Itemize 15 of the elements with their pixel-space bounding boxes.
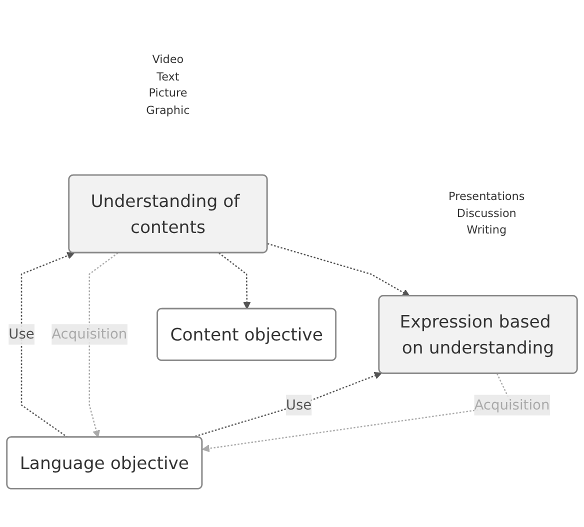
node-label: Video xyxy=(152,53,184,66)
arrow xyxy=(267,242,410,296)
node-label: Text xyxy=(156,70,180,83)
node-label: Writing xyxy=(466,224,507,237)
edge-label: Use xyxy=(8,326,34,342)
arrow xyxy=(218,252,251,310)
node-label: Picture xyxy=(148,86,188,100)
arrow xyxy=(20,252,75,438)
arrow xyxy=(88,252,118,438)
node-label: Graphic xyxy=(146,104,190,117)
edge-label: Use xyxy=(286,396,312,413)
edge-label: Acquisition xyxy=(52,326,128,342)
node-label: Presentations xyxy=(448,190,525,203)
edge-label: Acquisition xyxy=(474,396,550,413)
node-label: Discussion xyxy=(456,206,516,220)
